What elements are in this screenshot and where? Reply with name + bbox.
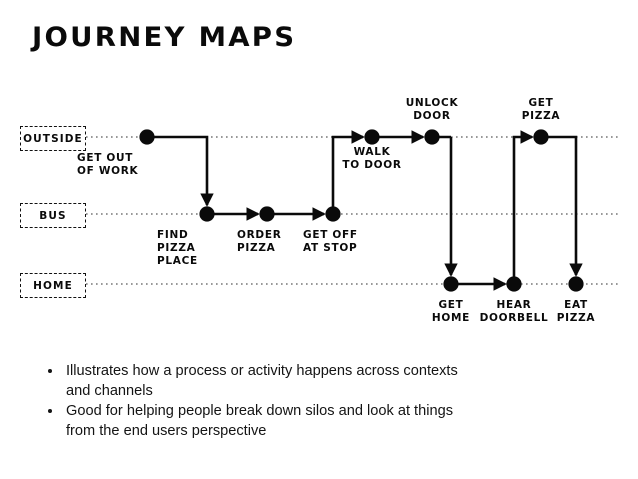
node-find-pizza-place[interactable] — [199, 206, 215, 222]
node-order-pizza[interactable] — [259, 206, 275, 222]
flow-connectors — [147, 130, 583, 291]
caption-get-off-at-stop: GET OFF AT STOP — [303, 229, 358, 254]
bullet-item-1-text: Illustrates how a process or activity ha… — [66, 363, 458, 399]
bullet-item-1: Illustrates how a process or activity ha… — [44, 362, 474, 401]
page-title: JOURNEY MAPS — [32, 22, 297, 53]
node-walk-to-door[interactable] — [364, 129, 380, 145]
node-get-pizza[interactable] — [533, 129, 549, 145]
description-bullet-list: Illustrates how a process or activity ha… — [44, 362, 474, 442]
node-get-out-of-work[interactable] — [139, 129, 155, 145]
node-get-off-at-stop[interactable] — [325, 206, 341, 222]
node-eat-pizza[interactable] — [568, 276, 584, 292]
node-hear-doorbell[interactable] — [506, 276, 522, 292]
caption-eat-pizza: EAT PIZZA — [556, 299, 596, 324]
caption-find-pizza-place: FIND PIZZA PLACE — [157, 229, 198, 267]
caption-hear-doorbell: HEAR DOORBELL — [479, 299, 549, 324]
caption-walk-to-door: WALK TO DOOR — [342, 146, 402, 171]
node-unlock-door[interactable] — [424, 129, 440, 145]
connector-getoff-to-walk — [331, 130, 365, 214]
bullet-dot-icon — [48, 409, 52, 413]
caption-get-home: GET HOME — [431, 299, 471, 324]
caption-get-out-of-work: GET OUT OF WORK — [77, 152, 139, 177]
connector-getpizza-to-eat — [541, 135, 583, 277]
bullet-dot-icon — [48, 369, 52, 373]
caption-order-pizza: ORDER PIZZA — [237, 229, 282, 254]
connector-doorbell-to-getpizza — [512, 130, 534, 284]
lane-label-home-text: HOME — [33, 279, 73, 292]
caption-get-pizza: GET PIZZA — [521, 97, 561, 122]
lane-label-outside-text: OUTSIDE — [23, 132, 83, 145]
lane-label-home: HOME — [20, 273, 86, 298]
lane-label-bus: BUS — [20, 203, 86, 228]
bullet-item-2-text: Good for helping people break down silos… — [66, 403, 453, 439]
lane-label-outside: OUTSIDE — [20, 126, 86, 151]
journey-map-diagram — [86, 129, 618, 292]
lane-label-bus-text: BUS — [39, 209, 67, 222]
connector-work-to-find — [147, 135, 214, 207]
bullet-item-2: Good for helping people break down silos… — [44, 402, 474, 441]
caption-unlock-door: UNLOCK DOOR — [405, 97, 459, 122]
node-get-home[interactable] — [443, 276, 459, 292]
journey-nodes — [139, 129, 584, 292]
